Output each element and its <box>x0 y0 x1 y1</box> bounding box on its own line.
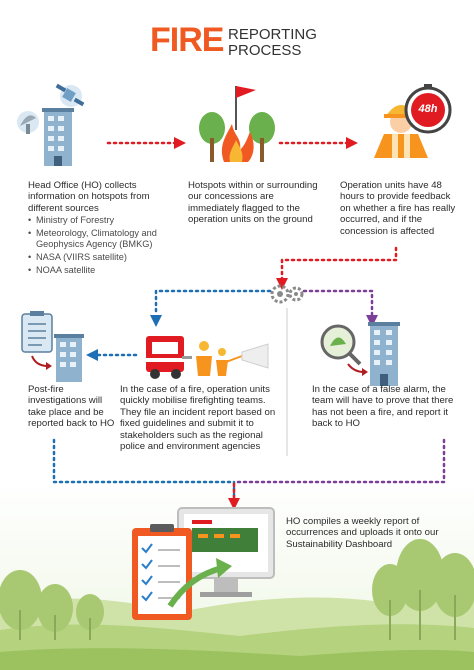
step1-text: Head Office (HO) collects information on… <box>28 180 150 214</box>
step3-text: Operation units have 48 hours to provide… <box>340 180 456 237</box>
flow-arrow-step3-to-decision <box>276 246 398 290</box>
source-item: NASA (VIIRS satellite) <box>28 252 178 263</box>
helmet-timer-icon <box>374 84 452 158</box>
source-item: Meteorology, Climatology and Geophysics … <box>28 228 178 250</box>
flow-arrow-decision-to-fire <box>150 289 272 327</box>
head-office-satellite-icon <box>17 83 85 166</box>
flow-arrow-falsealarm-to-final <box>232 438 446 484</box>
flow-arrow-step2-to-step3 <box>278 137 358 149</box>
title-line-1: REPORTING <box>228 26 317 43</box>
step1-source-list: Ministry of Forestry Meteorology, Climat… <box>28 215 178 278</box>
hotspot-fire-flag-icon <box>199 86 275 162</box>
timer-label: 48h <box>418 103 438 115</box>
step2-text: Hotspots within or surrounding our conce… <box>188 180 318 226</box>
false-alarm-text: In the case of a false alarm, the team w… <box>312 384 454 430</box>
false-alarm-inspection-icon <box>320 322 400 386</box>
flow-arrow-decision-to-false-alarm <box>302 289 378 327</box>
divider-line <box>286 308 288 456</box>
title-fire-word: FIRE <box>150 21 224 59</box>
fire-truck-firefighter-icon <box>144 336 269 379</box>
flow-arrow-fire-to-postfire <box>86 349 140 361</box>
final-step-text: HO compiles a weekly report of occurrenc… <box>286 516 439 550</box>
decision-gears-icon <box>270 284 304 304</box>
post-fire-report-icon <box>21 311 84 382</box>
flow-arrow-into-final <box>228 482 240 510</box>
title-line-2: PROCESS <box>228 42 302 59</box>
dashboard-report-icon <box>132 507 275 620</box>
post-fire-text: Post-fire investigations will take place… <box>28 384 115 430</box>
flow-arrow-step1-to-step2 <box>106 137 186 149</box>
fire-case-text: In the case of a fire, operation units q… <box>120 384 276 453</box>
source-item: NOAA satellite <box>28 265 178 276</box>
source-item: Ministry of Forestry <box>28 215 178 226</box>
